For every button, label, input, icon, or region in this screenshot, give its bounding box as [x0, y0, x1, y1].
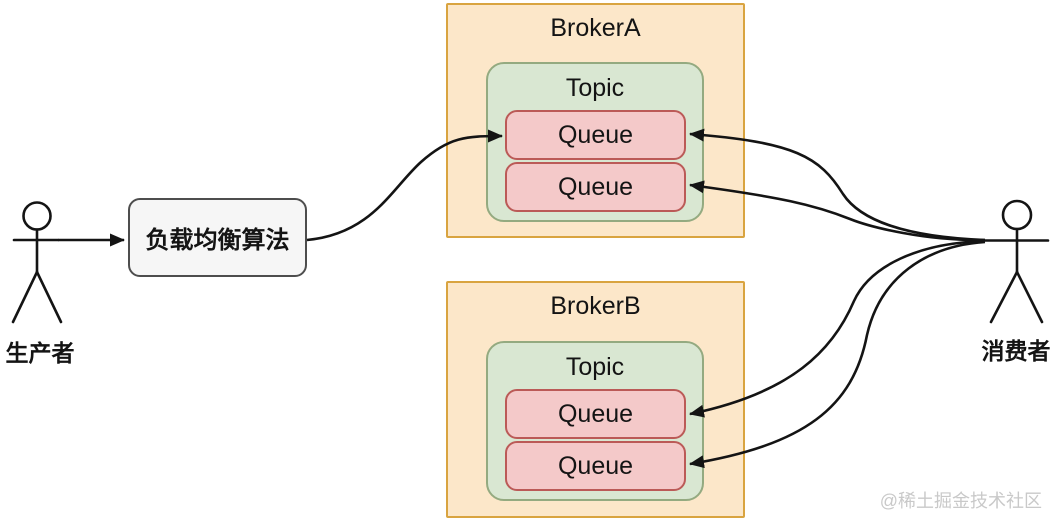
broker-b-queue-1-label: Queue	[557, 399, 634, 428]
broker-a-queue-1-label: Queue	[557, 120, 634, 149]
broker-a-queue-2: Queue	[505, 162, 686, 212]
producer-figure-icon	[11, 201, 63, 324]
broker-b-queue-1: Queue	[505, 389, 686, 439]
broker-b-title: BrokerB	[550, 292, 641, 320]
load-balancer-label: 负载均衡算法	[145, 227, 290, 254]
producer-label: 生产者	[5, 340, 75, 366]
broker-b-queue-2-label: Queue	[557, 451, 634, 480]
consumer-figure-icon	[983, 199, 1050, 324]
consumer-label: 消费者	[981, 338, 1051, 364]
watermark: @稀土掘金技术社区	[879, 491, 1042, 511]
broker-b-queue-2: Queue	[505, 441, 686, 491]
broker-a-queue-2-label: Queue	[557, 172, 634, 201]
broker-a-topic-title: Topic	[565, 74, 625, 102]
load-balancer-box: 负载均衡算法	[128, 198, 307, 277]
broker-a-queue-1: Queue	[505, 110, 686, 160]
broker-b-topic-title: Topic	[565, 353, 625, 381]
broker-a-title: BrokerA	[550, 14, 641, 42]
